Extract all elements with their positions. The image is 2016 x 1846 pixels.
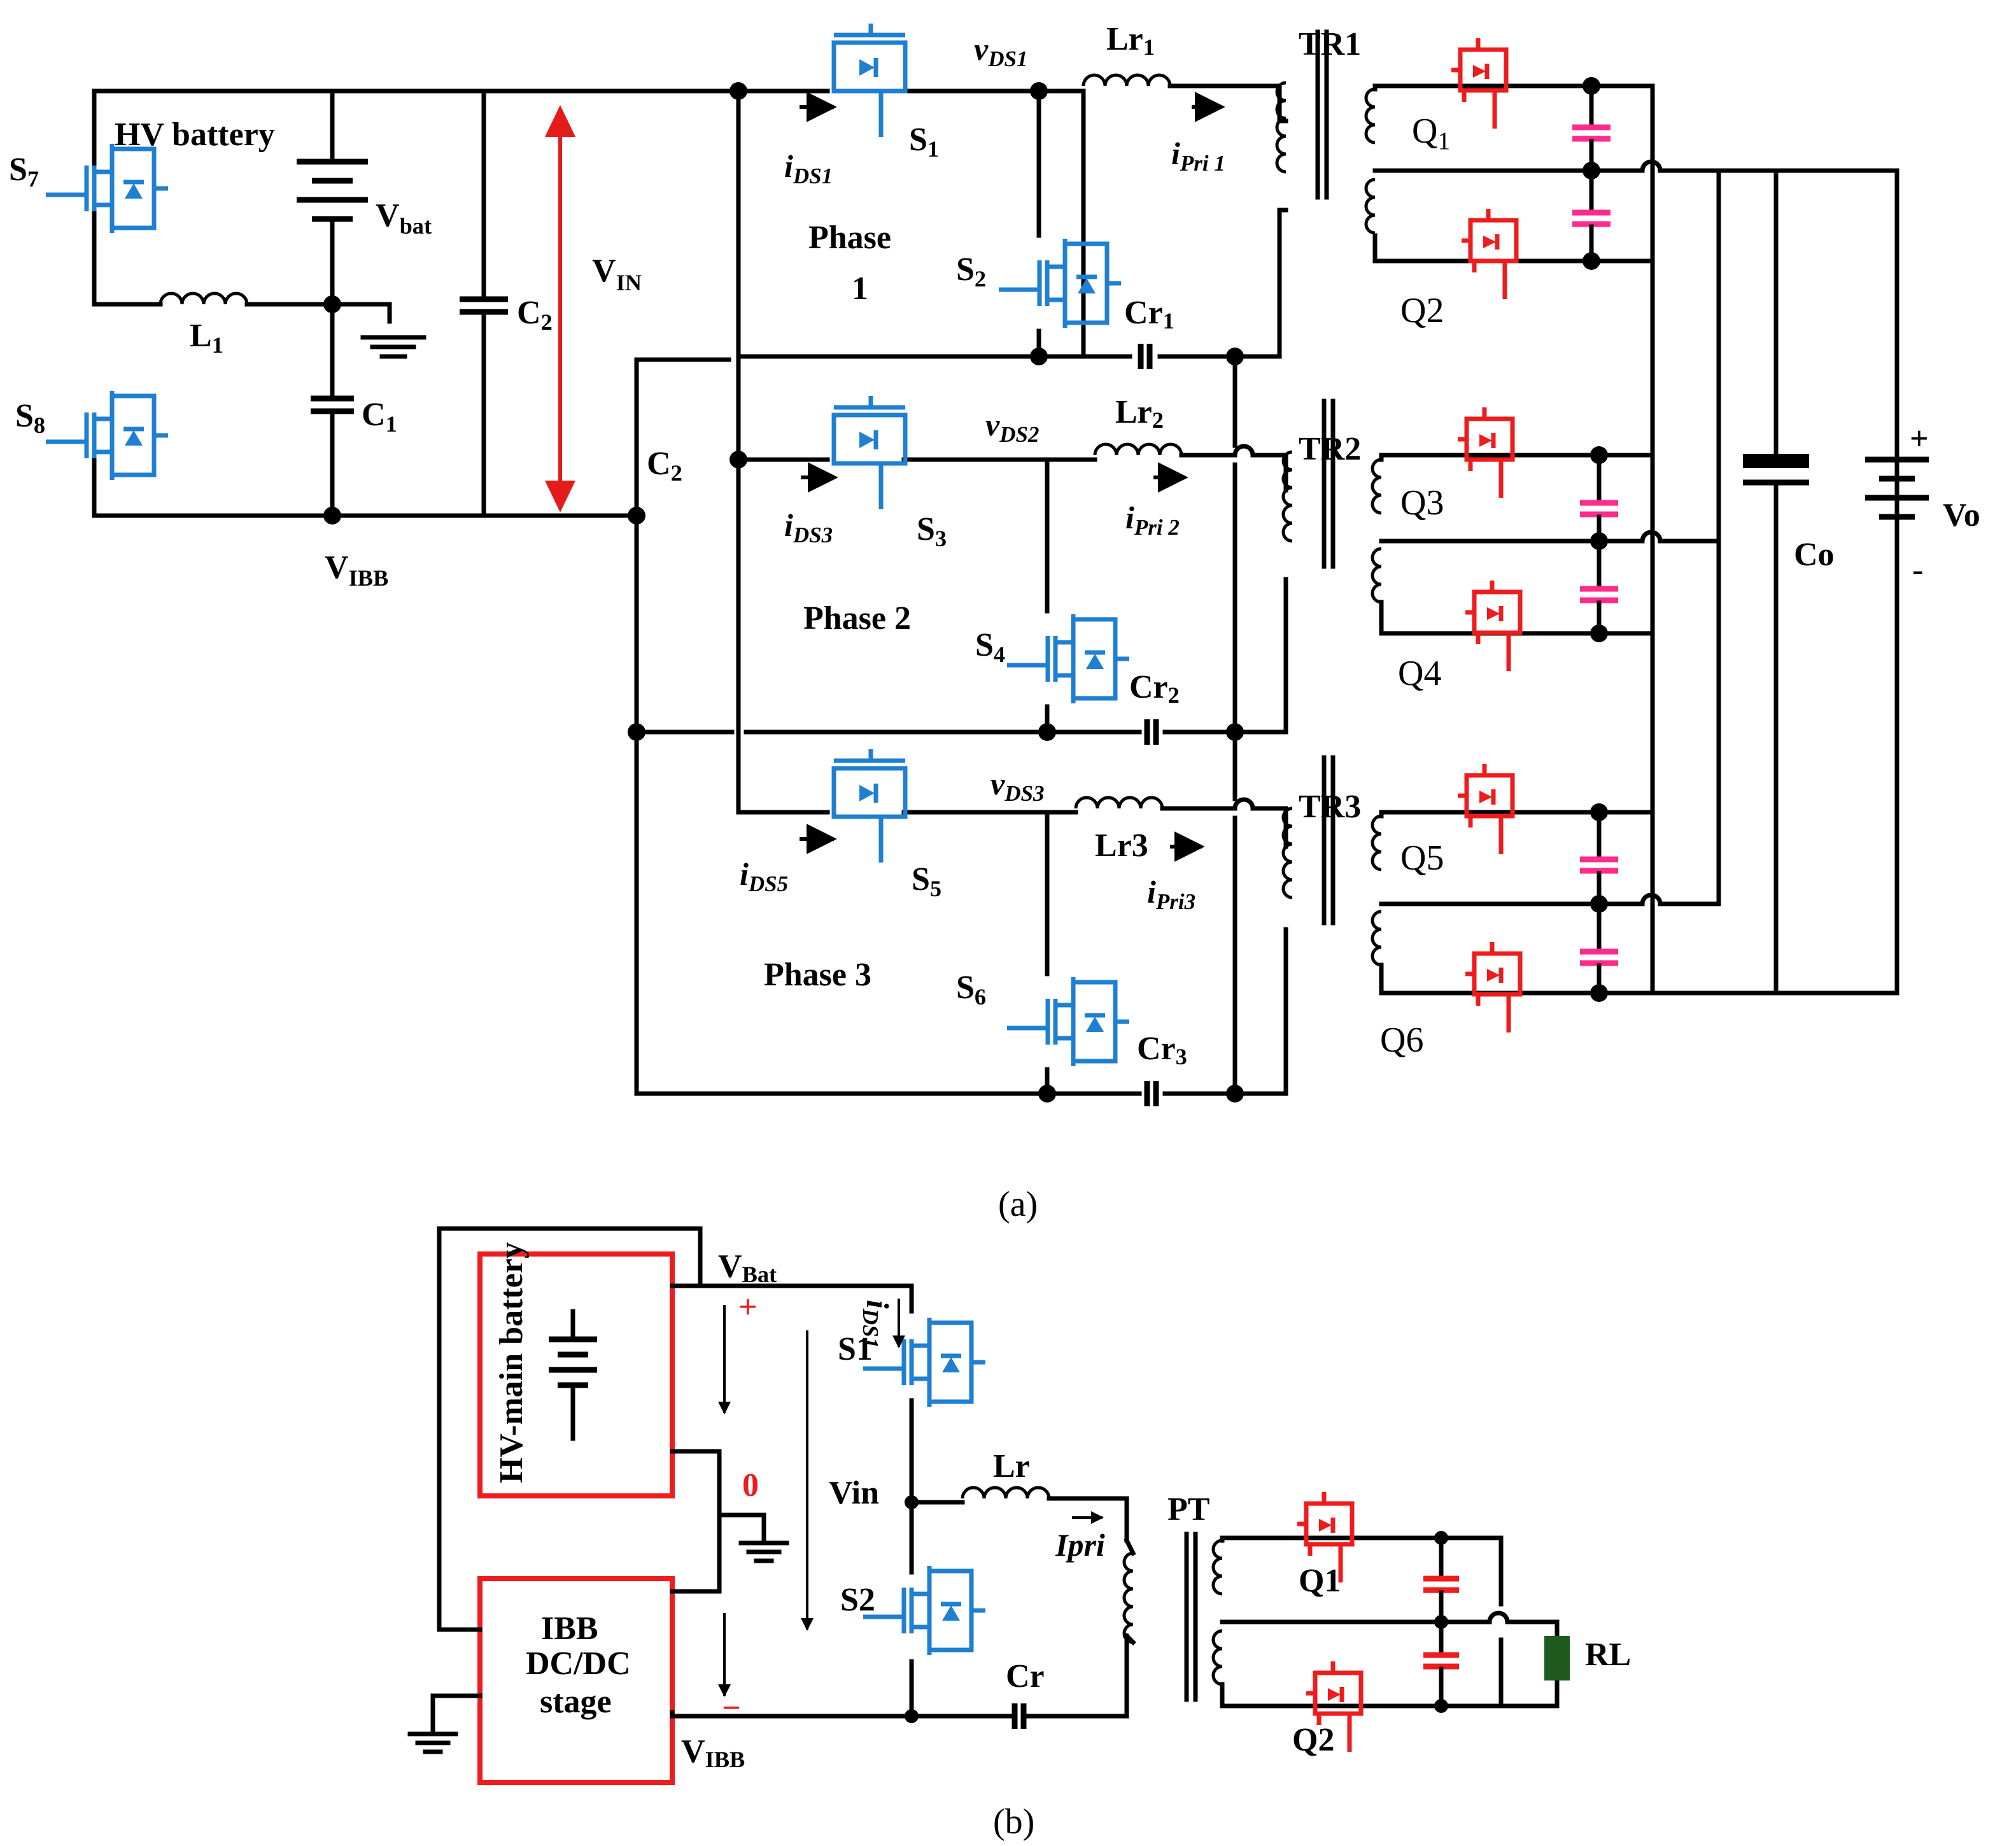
label-q6: Q6 xyxy=(1380,1020,1423,1060)
label-b-rl: RL xyxy=(1585,1637,1631,1673)
label-ids3: iDS3 xyxy=(784,507,833,547)
label-s3: S3 xyxy=(917,511,947,551)
label-b-q1: Q1 xyxy=(1299,1563,1341,1599)
label-b-ipri: Ipri xyxy=(1055,1527,1105,1563)
label-vds2: vDS2 xyxy=(985,407,1039,447)
label-vds3: vDS3 xyxy=(990,766,1044,806)
label-ipri3: iPri3 xyxy=(1147,874,1195,914)
label-vo: Vo xyxy=(1943,497,1980,533)
label-cr1: Cr1 xyxy=(1124,295,1174,334)
label-c2-left: C2 xyxy=(517,295,553,335)
load-resistor-rl xyxy=(1544,1636,1570,1680)
label-co: Co xyxy=(1794,537,1835,573)
switch-s5 xyxy=(834,749,905,863)
label-vin: VIN xyxy=(592,253,642,295)
label-phase-2: Phase 2 xyxy=(803,600,911,637)
switch-s2 xyxy=(999,239,1121,328)
label-b-q2: Q2 xyxy=(1292,1722,1334,1758)
label-b-lr: Lr xyxy=(993,1448,1030,1484)
label-q2: Q2 xyxy=(1400,291,1444,330)
label-s7: S7 xyxy=(9,151,39,192)
rectifier-q3 xyxy=(1458,407,1512,498)
transformer-tr2 xyxy=(1283,401,1333,567)
diagram-a: HV battery Vbat L1 C1 C2 VIN C2 VIBB S7 … xyxy=(9,21,1980,1224)
caption-a: (a) xyxy=(998,1185,1038,1224)
label-b-vibb: VIBB xyxy=(681,1733,745,1772)
label-c2-mid: C2 xyxy=(647,446,682,486)
label-phase-1: Phase xyxy=(808,220,891,256)
label-stage: stage xyxy=(540,1684,612,1720)
label-tr3: TR3 xyxy=(1299,789,1361,825)
label-vds1: vDS1 xyxy=(974,31,1027,71)
switch-s1 xyxy=(834,24,905,137)
label-ibb: IBB xyxy=(541,1610,598,1647)
label-ids5: iDS5 xyxy=(740,856,788,896)
switch-s7 xyxy=(46,144,168,233)
label-tr1: TR1 xyxy=(1299,26,1361,62)
label-s8: S8 xyxy=(15,398,45,438)
label-s4: S4 xyxy=(975,627,1005,667)
label-phase-1-number: 1 xyxy=(852,271,868,307)
ibb-dcdc-stage-box xyxy=(477,1576,675,1785)
label-q1: Q1 xyxy=(1412,111,1450,155)
label-q4: Q4 xyxy=(1398,654,1441,693)
label-cr3: Cr3 xyxy=(1137,1031,1187,1069)
label-vbat: Vbat xyxy=(376,197,432,239)
hv-main-battery-box xyxy=(477,1251,675,1498)
rectifier-q1 xyxy=(1451,38,1506,129)
label-b-cr: Cr xyxy=(1006,1658,1045,1695)
label-hv-main-battery: HV-main battery xyxy=(493,1242,530,1483)
switch-s6 xyxy=(1007,977,1129,1066)
label-lr2: Lr2 xyxy=(1115,394,1164,433)
label-vibb: VIBB xyxy=(325,549,388,591)
label-ipri1: iPri 1 xyxy=(1171,136,1225,176)
switch-s4 xyxy=(1007,614,1129,703)
label-ids1: iDS1 xyxy=(784,148,833,188)
label-q5: Q5 xyxy=(1400,838,1444,878)
rectifier-q5 xyxy=(1458,764,1512,854)
label-b-vin: Vin xyxy=(829,1475,879,1511)
label-b-s2: S2 xyxy=(840,1582,875,1618)
label-hv-battery: HV battery xyxy=(115,116,275,153)
label-cr2: Cr2 xyxy=(1129,669,1180,708)
label-b-plus: + xyxy=(738,1289,758,1325)
label-ipri2: iPri 2 xyxy=(1125,500,1180,540)
label-lr3: Lr3 xyxy=(1095,828,1148,864)
label-c1: C1 xyxy=(362,397,397,437)
label-b-zero: 0 xyxy=(742,1467,759,1504)
label-s6: S6 xyxy=(956,969,986,1010)
label-s5: S5 xyxy=(912,861,941,901)
label-b-vbat: VBat xyxy=(718,1248,777,1287)
transformer-tr3 xyxy=(1283,757,1333,923)
switch-b-s2 xyxy=(863,1566,985,1655)
switch-s3 xyxy=(834,396,905,509)
label-b-ids1: iDS1 xyxy=(858,1300,896,1348)
label-phase-3: Phase 3 xyxy=(764,957,871,993)
label-l1: L1 xyxy=(190,318,223,358)
label-b-pt: PT xyxy=(1167,1491,1209,1528)
caption-b: (b) xyxy=(993,1802,1034,1842)
rectifier-q6 xyxy=(1465,942,1520,1032)
label-s2: S2 xyxy=(956,251,986,292)
label-s1: S1 xyxy=(909,122,939,162)
label-lr1: Lr1 xyxy=(1106,21,1155,60)
rectifier-q2 xyxy=(1462,209,1516,299)
label-dcdc: DC/DC xyxy=(526,1645,631,1682)
switch-s8 xyxy=(46,391,168,480)
rectifier-q4 xyxy=(1465,581,1520,671)
label-tr2: TR2 xyxy=(1299,431,1361,467)
label-vo-plus: + xyxy=(1910,421,1929,457)
label-b-minus: − xyxy=(722,1690,741,1726)
diagram-b: HV-main battery IBB DC/DC stage xyxy=(407,1226,1631,1842)
label-b-s1: S1 xyxy=(838,1331,873,1367)
label-q3: Q3 xyxy=(1400,483,1444,523)
label-vo-minus: - xyxy=(1912,552,1923,588)
